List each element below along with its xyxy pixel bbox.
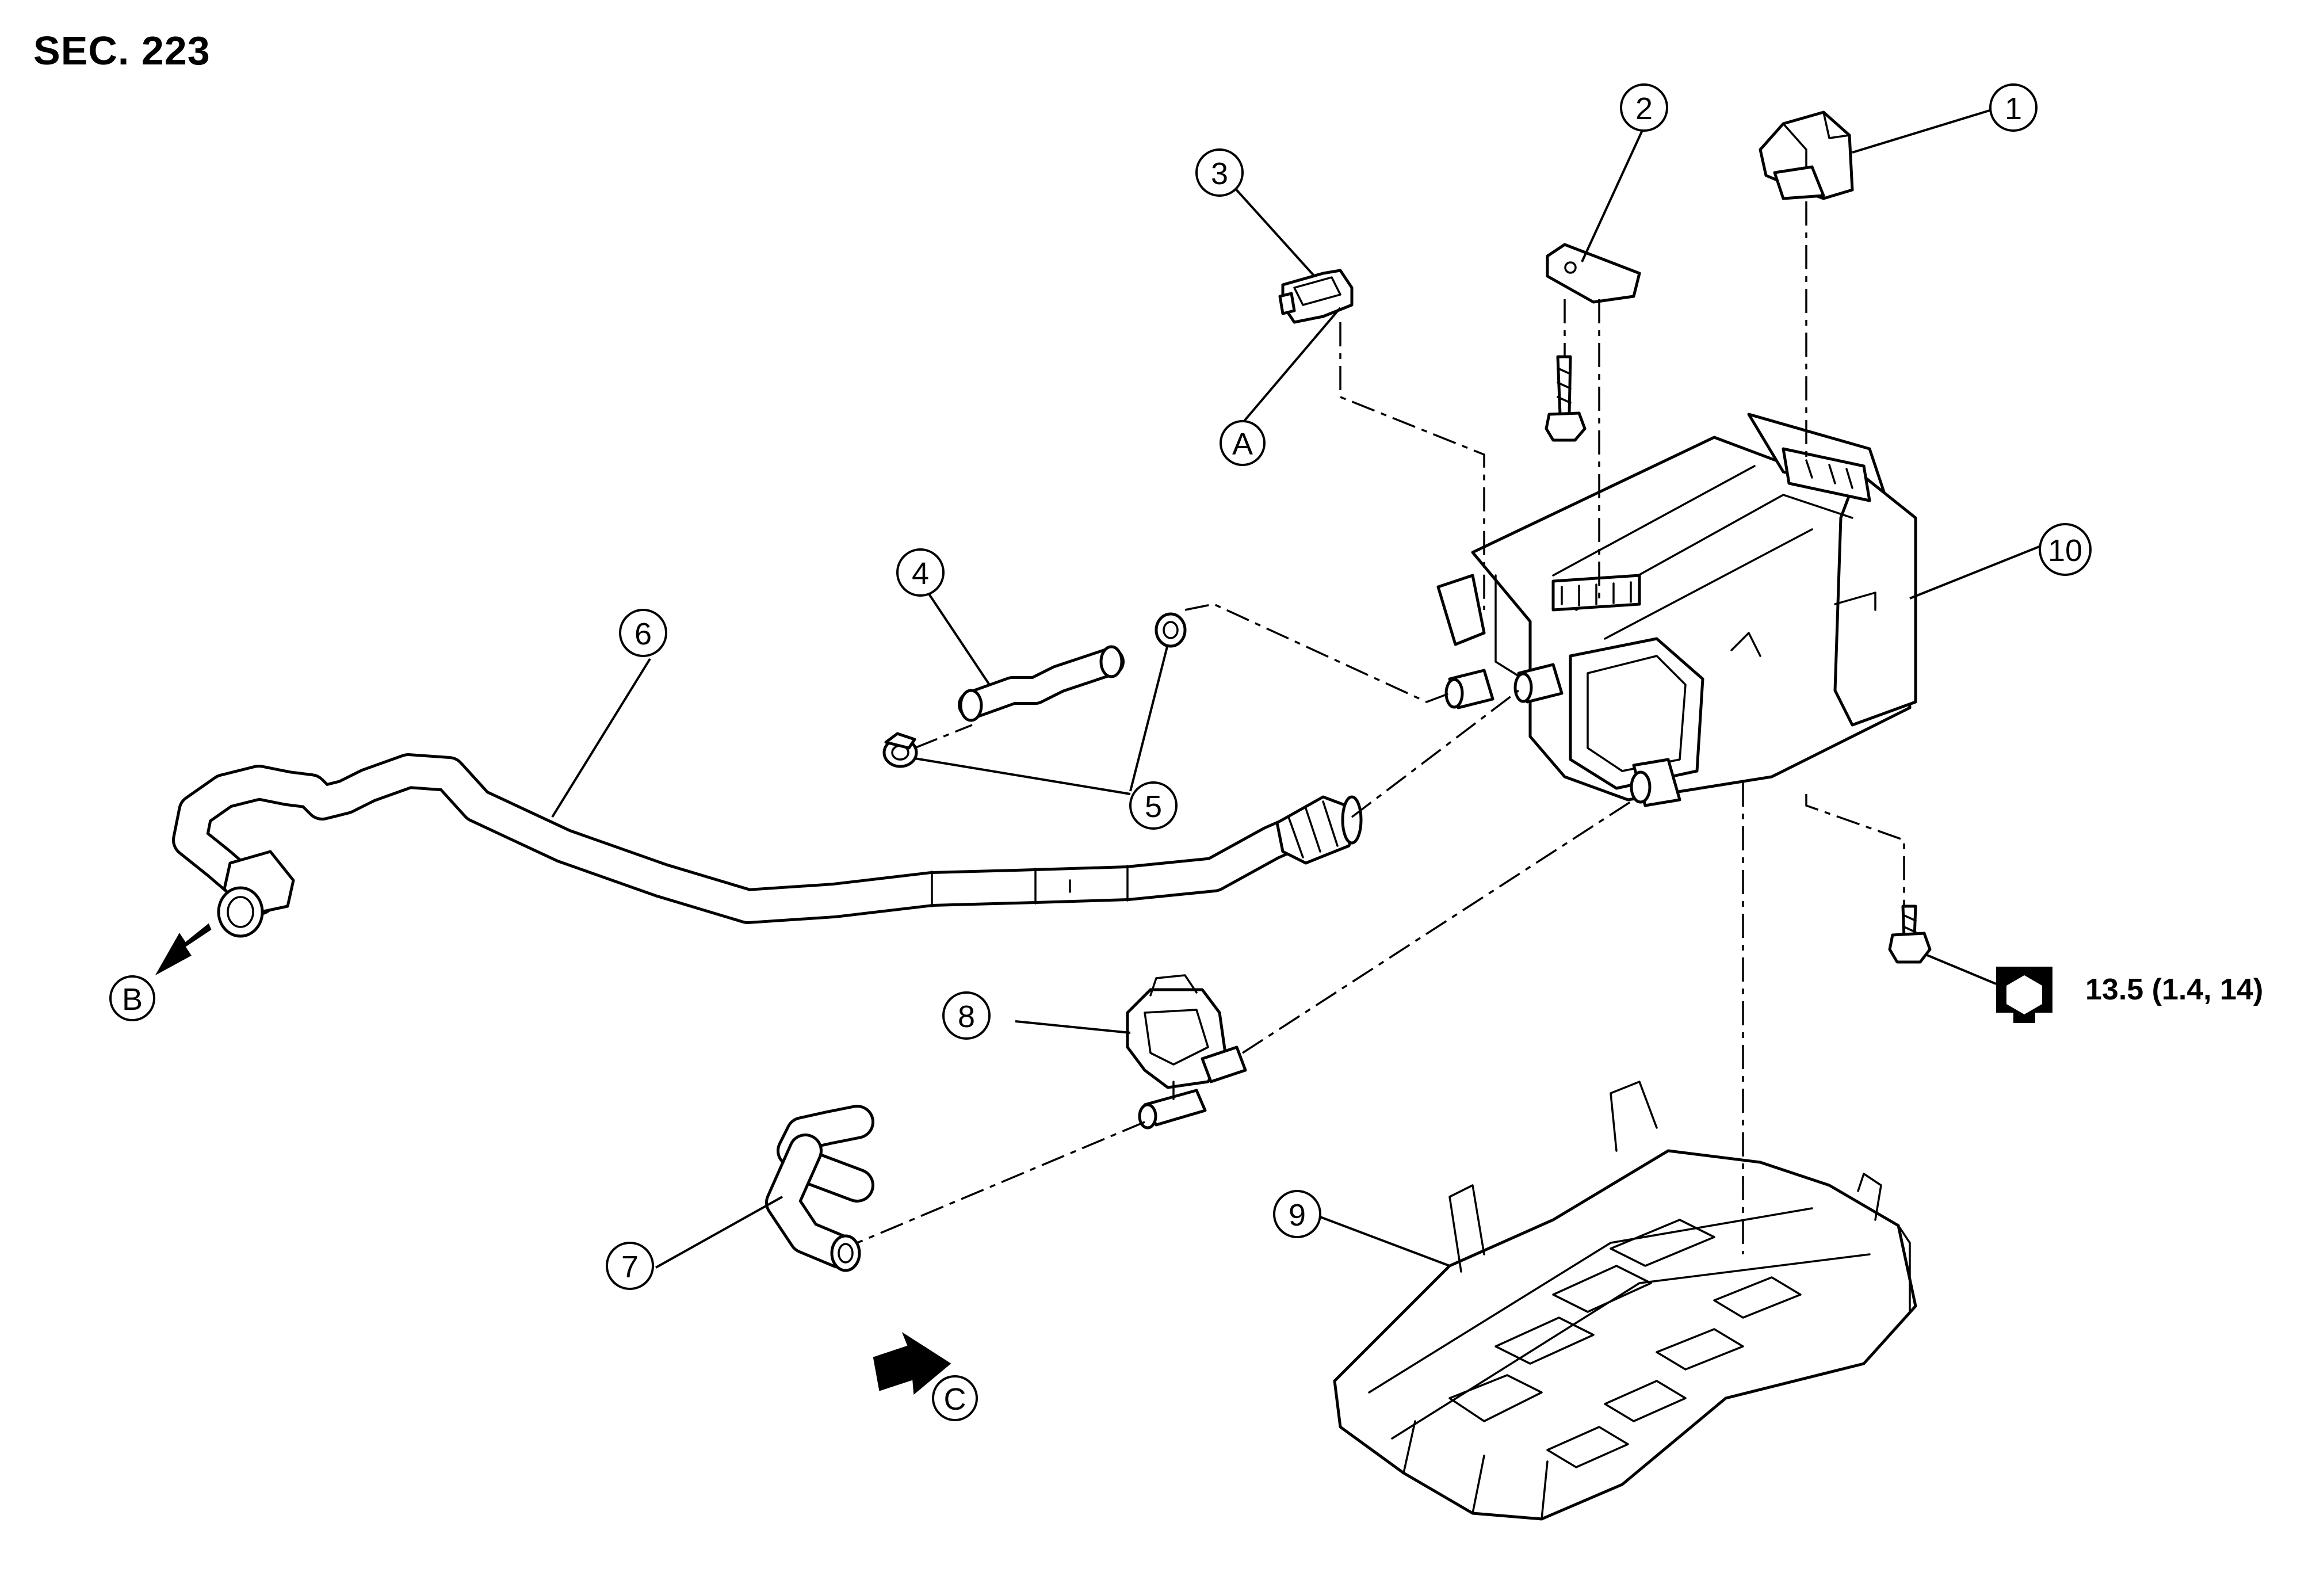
svg-text:7: 7 bbox=[621, 1250, 639, 1284]
svg-text:9: 9 bbox=[1289, 1198, 1306, 1232]
connector-part-3 bbox=[1278, 269, 1354, 324]
svg-text:3: 3 bbox=[1211, 157, 1228, 191]
ref-callout-c: C bbox=[932, 1375, 978, 1421]
svg-text:C: C bbox=[944, 1382, 966, 1417]
callout-4: 4 bbox=[896, 548, 945, 597]
callout-5: 5 bbox=[1129, 781, 1178, 830]
svg-text:A: A bbox=[1232, 427, 1253, 461]
svg-text:B: B bbox=[122, 982, 143, 1017]
torque-spec-label: 13.5 (1.4, 14) bbox=[2085, 973, 2264, 1006]
svg-text:1: 1 bbox=[2005, 91, 2022, 126]
valve-part-8 bbox=[1126, 974, 1247, 1129]
callout-6: 6 bbox=[619, 609, 667, 657]
hose-part-6 bbox=[172, 753, 1363, 938]
canister bbox=[1436, 413, 1917, 807]
ref-callout-a: A bbox=[1220, 420, 1266, 466]
callout-2: 2 bbox=[1620, 83, 1668, 132]
callout-3: 3 bbox=[1195, 148, 1244, 197]
callout-7: 7 bbox=[606, 1242, 654, 1290]
svg-text:2: 2 bbox=[1635, 91, 1653, 126]
svg-text:10: 10 bbox=[2048, 533, 2082, 568]
bolt-lower bbox=[1888, 905, 1932, 964]
leader-lines bbox=[551, 106, 2040, 1269]
bolt-upper bbox=[1545, 355, 1587, 442]
section-label: SEC. 223 bbox=[33, 28, 211, 73]
clamp-part-5-b bbox=[1155, 612, 1187, 648]
callout-9: 9 bbox=[1273, 1190, 1321, 1238]
torque-wrench-icon bbox=[1996, 967, 2052, 1023]
callout-1: 1 bbox=[1989, 83, 2038, 132]
svg-text:8: 8 bbox=[958, 999, 975, 1034]
clamp-part-5-a bbox=[882, 732, 918, 768]
tray-part-9 bbox=[1333, 1081, 1917, 1521]
assembly-lines bbox=[857, 201, 1905, 1254]
callout-10: 10 bbox=[2039, 523, 2092, 576]
arrow-icon-c bbox=[873, 1331, 951, 1395]
svg-text:6: 6 bbox=[634, 617, 652, 651]
hose-part-4 bbox=[958, 645, 1125, 722]
hose-part-7 bbox=[765, 1105, 874, 1272]
callout-8: 8 bbox=[942, 991, 991, 1040]
svg-text:4: 4 bbox=[912, 556, 929, 591]
svg-text:5: 5 bbox=[1145, 789, 1162, 824]
arrow-icon-b bbox=[155, 923, 212, 976]
bracket-part-2 bbox=[1546, 243, 1641, 304]
ref-callout-b: B bbox=[109, 975, 155, 1021]
clip-part-1 bbox=[1759, 110, 1854, 200]
